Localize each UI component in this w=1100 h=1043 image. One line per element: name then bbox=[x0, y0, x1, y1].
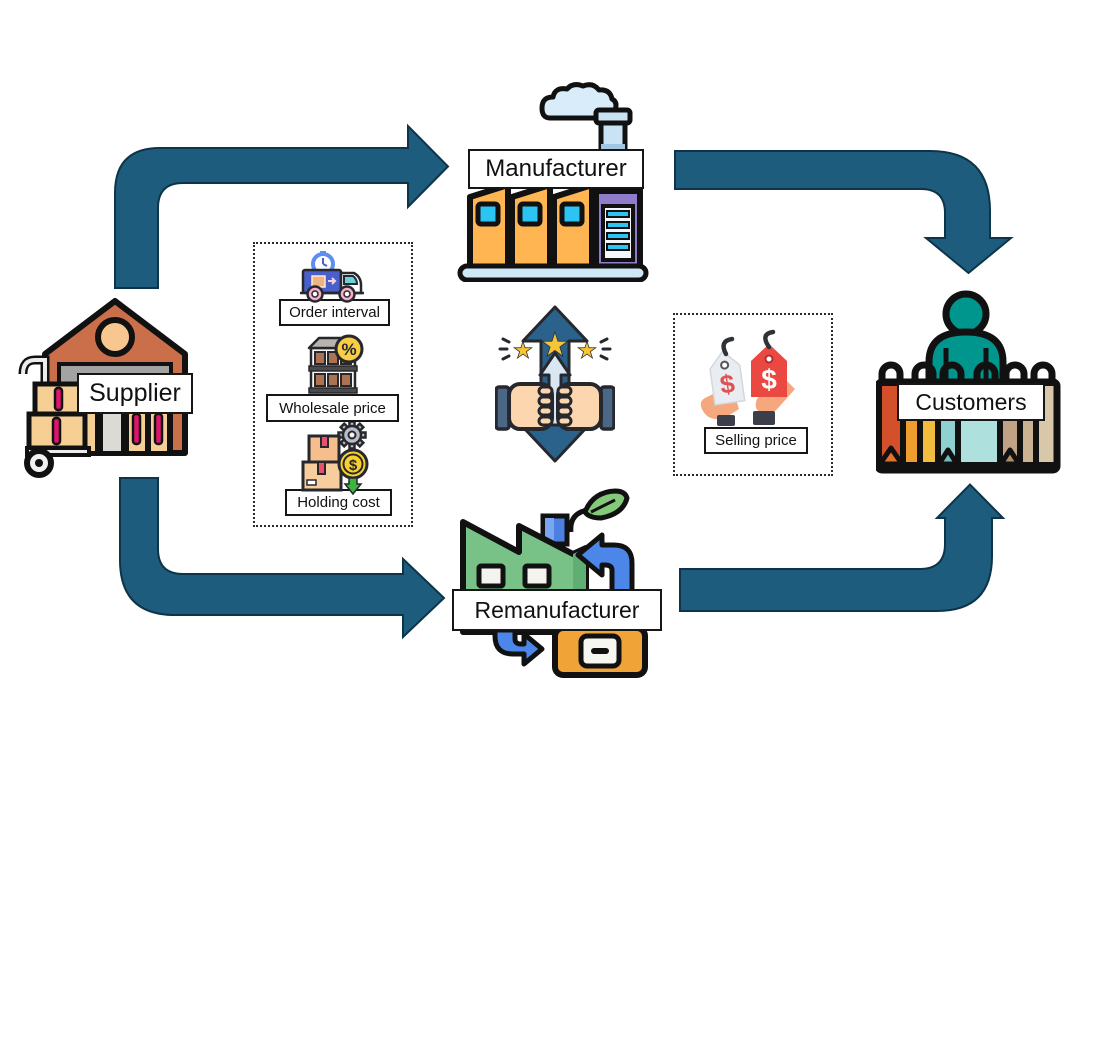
price-tag-light: $ bbox=[709, 350, 746, 406]
gear-icon bbox=[337, 422, 367, 450]
wholesale-price-text: Wholesale price bbox=[279, 399, 386, 417]
fist-right-icon bbox=[556, 382, 615, 431]
manufacturer-label-text: Manufacturer bbox=[485, 155, 627, 182]
arrow-supplier-to-remanufacturer bbox=[119, 477, 446, 640]
remanufacturer-label-text: Remanufacturer bbox=[474, 596, 640, 623]
star-icon: ★ bbox=[514, 340, 532, 362]
tag-string-icon bbox=[763, 329, 776, 350]
recycle-arrow-right-icon bbox=[492, 627, 545, 667]
tag-string-icon bbox=[721, 336, 735, 357]
person-shopping-bags-icon bbox=[876, 290, 1061, 474]
order-interval-label: Order interval bbox=[279, 299, 390, 326]
price-tags-hands-icon: $ $ bbox=[700, 329, 795, 426]
customers-label: Customers bbox=[897, 383, 1045, 421]
manufacturer-label: Manufacturer bbox=[468, 149, 644, 189]
building-percent-icon: % bbox=[307, 334, 364, 394]
selling-price-label: Selling price bbox=[704, 427, 808, 454]
sparkle-dashes-icon bbox=[498, 337, 612, 361]
green-recycling-factory-icon bbox=[460, 488, 648, 678]
holding-cost-text: Holding cost bbox=[297, 494, 380, 511]
fist-bump-stars-updown-arrow-icon: ★ ★ ★ bbox=[495, 305, 615, 463]
supplier-label: Supplier bbox=[77, 373, 193, 414]
supplier-label-text: Supplier bbox=[89, 379, 181, 407]
delivery-truck-timer-icon bbox=[300, 251, 364, 303]
dollar-glyph: $ bbox=[761, 364, 777, 395]
wholesale-price-label: Wholesale price bbox=[266, 394, 399, 422]
customers-label-text: Customers bbox=[915, 388, 1027, 415]
remanufacturer-label: Remanufacturer bbox=[452, 589, 662, 631]
star-icon: ★ bbox=[542, 329, 569, 362]
arrow-remanufacturer-to-customers bbox=[679, 483, 1006, 612]
order-interval-text: Order interval bbox=[289, 304, 380, 321]
customer-factors-box: $ $ Selling price bbox=[673, 313, 833, 476]
price-tag-red: $ bbox=[751, 344, 787, 397]
star-icon: ★ bbox=[578, 340, 596, 362]
arrow-manufacturer-to-customers bbox=[674, 150, 1014, 275]
dollar-glyph: $ bbox=[349, 457, 358, 474]
supplier-factors-box: Order interval % Wholesale price bbox=[253, 242, 413, 527]
selling-price-text: Selling price bbox=[715, 432, 797, 449]
boxes-coin-gear-icon: $ bbox=[301, 422, 369, 496]
fist-left-icon bbox=[495, 382, 554, 431]
percent-glyph: % bbox=[341, 340, 356, 359]
down-arrow-icon bbox=[343, 477, 363, 496]
arrow-supplier-to-manufacturer bbox=[114, 123, 450, 289]
dollar-glyph: $ bbox=[718, 368, 737, 400]
